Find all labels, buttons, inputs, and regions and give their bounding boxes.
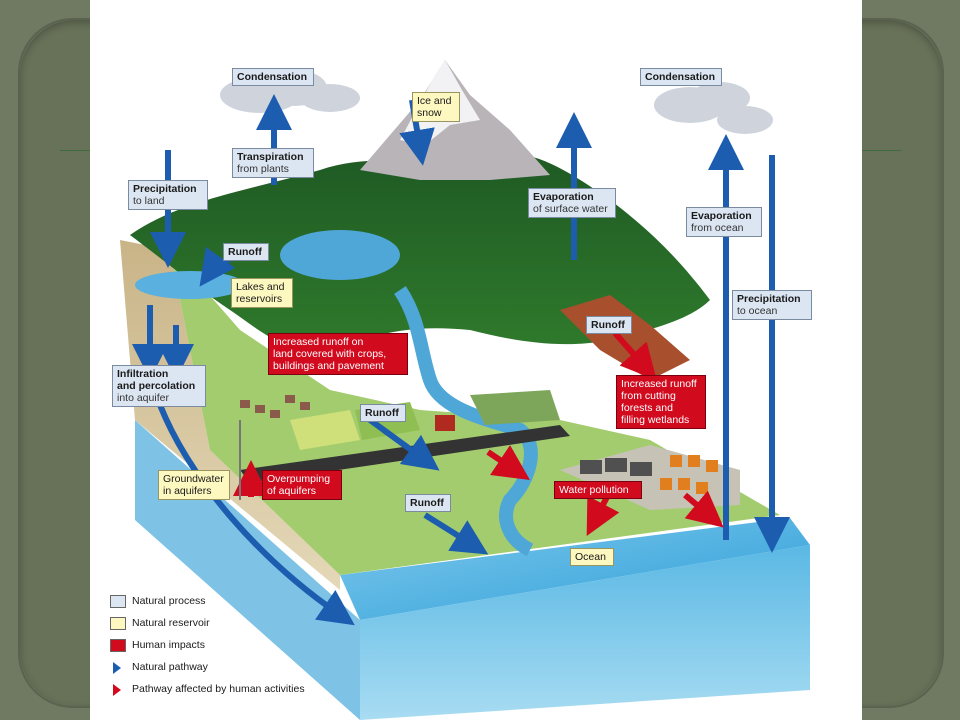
- label-precip-ocean-sub: to ocean: [737, 305, 778, 317]
- label-ocean: Ocean: [570, 548, 614, 566]
- legend-natural-reservoir-swatch: [110, 617, 126, 630]
- label-condensation-left: Condensation: [232, 68, 314, 86]
- label-groundwater-line2: in aquifers: [163, 485, 212, 497]
- label-water-pollution: Water pollution: [554, 481, 642, 499]
- label-transpiration-title: Transpiration: [237, 151, 304, 163]
- label-overpumping-line1: Overpumping: [267, 473, 331, 485]
- legend-human-pathway: Pathway affected by human activities: [110, 682, 305, 698]
- legend-natural-process-swatch: [110, 595, 126, 608]
- label-water-pollution-text: Water pollution: [559, 484, 629, 496]
- human-arrows: [233, 331, 724, 536]
- label-infiltration-line2: and percolation: [117, 380, 196, 392]
- label-overpumping: Overpumping of aquifers: [262, 470, 342, 500]
- label-lakes-line1: Lakes and: [236, 281, 285, 293]
- label-increased-runoff-crops: Increased runoff on land covered with cr…: [268, 333, 408, 375]
- ocean-front: [360, 545, 810, 720]
- mountain-lake: [280, 230, 400, 280]
- label-ice-snow-line2: snow: [417, 107, 442, 119]
- label-evap-ocean-sub: from ocean: [691, 222, 744, 234]
- label-ice-snow-line1: Ice and: [417, 95, 452, 107]
- decorative-line-right: [862, 150, 902, 151]
- river: [394, 286, 538, 557]
- label-increased-runoff-forests: Increased runoff from cutting forests an…: [616, 375, 706, 429]
- label-crops-line3: buildings and pavement: [273, 360, 384, 372]
- red-arrow-icon: [113, 684, 121, 696]
- label-groundwater-line1: Groundwater: [163, 473, 224, 485]
- label-precip-ocean-title: Precipitation: [737, 293, 801, 305]
- legend-human-pathway-label: Pathway affected by human activities: [132, 683, 305, 695]
- label-ocean-text: Ocean: [575, 551, 606, 563]
- label-overpumping-line2: of aquifers: [267, 485, 317, 497]
- label-transpiration-sub: from plants: [237, 163, 289, 175]
- legend-human-impacts-swatch: [110, 639, 126, 652]
- label-forests-line4: filling wetlands: [621, 414, 690, 426]
- label-runoff-middle: Runoff: [360, 404, 406, 422]
- legend-human-impacts: Human impacts: [110, 638, 305, 654]
- label-lakes-reservoirs: Lakes and reservoirs: [231, 278, 293, 308]
- label-condensation-right-text: Condensation: [645, 71, 715, 83]
- label-evap-ocean-title: Evaporation: [691, 210, 752, 222]
- label-condensation-left-text: Condensation: [237, 71, 307, 83]
- label-evaporation-ocean: Evaporation from ocean: [686, 207, 762, 237]
- cloud-right: [654, 82, 773, 134]
- label-transpiration: Transpiration from plants: [232, 148, 314, 178]
- water-cycle-diagram: Condensation Condensation Ice and snow T…: [90, 0, 862, 720]
- legend-natural-reservoir-label: Natural reservoir: [132, 617, 210, 629]
- decorative-line-left: [60, 150, 92, 151]
- label-runoff-right-text: Runoff: [591, 319, 625, 331]
- legend-human-impacts-label: Human impacts: [132, 639, 205, 651]
- label-evap-surface-sub: of surface water: [533, 203, 608, 215]
- label-infiltration-line1: Infiltration: [117, 368, 169, 380]
- label-evaporation-surface: Evaporation of surface water: [528, 188, 616, 218]
- label-runoff-right: Runoff: [586, 316, 632, 334]
- label-evap-surface-title: Evaporation: [533, 191, 594, 203]
- label-precipitation-ocean: Precipitation to ocean: [732, 290, 812, 320]
- label-lakes-line2: reservoirs: [236, 293, 283, 305]
- label-ice-snow: Ice and snow: [412, 92, 460, 122]
- label-condensation-right: Condensation: [640, 68, 722, 86]
- legend: Natural process Natural reservoir Human …: [110, 594, 305, 704]
- label-runoff-top-text: Runoff: [228, 246, 262, 258]
- label-runoff-bottom: Runoff: [405, 494, 451, 512]
- legend-natural-pathway: Natural pathway: [110, 660, 305, 676]
- label-infiltration-sub: into aquifer: [117, 392, 169, 404]
- label-precipitation-land: Precipitation to land: [128, 180, 208, 210]
- houses: [240, 395, 310, 418]
- blue-arrow-icon: [113, 662, 121, 674]
- label-crops-line2: land covered with crops,: [273, 348, 387, 360]
- ocean-surface: [340, 518, 810, 620]
- label-crops-line1: Increased runoff on: [273, 336, 364, 348]
- legend-natural-process-label: Natural process: [132, 595, 206, 607]
- label-groundwater: Groundwater in aquifers: [158, 470, 230, 500]
- label-forests-line1: Increased runoff: [621, 378, 697, 390]
- label-runoff-middle-text: Runoff: [365, 407, 399, 419]
- factory-buildings: [580, 458, 652, 476]
- label-runoff-top: Runoff: [223, 243, 269, 261]
- label-forests-line2: from cutting: [621, 390, 676, 402]
- label-forests-line3: forests and: [621, 402, 673, 414]
- label-runoff-bottom-text: Runoff: [410, 497, 444, 509]
- barn: [435, 415, 455, 431]
- label-precip-land-title: Precipitation: [133, 183, 197, 195]
- label-infiltration: Infiltration and percolation into aquife…: [112, 365, 206, 407]
- label-precip-land-sub: to land: [133, 195, 165, 207]
- legend-natural-reservoir: Natural reservoir: [110, 616, 305, 632]
- left-lake: [135, 271, 245, 299]
- legend-natural-pathway-label: Natural pathway: [132, 661, 208, 673]
- legend-natural-process: Natural process: [110, 594, 305, 610]
